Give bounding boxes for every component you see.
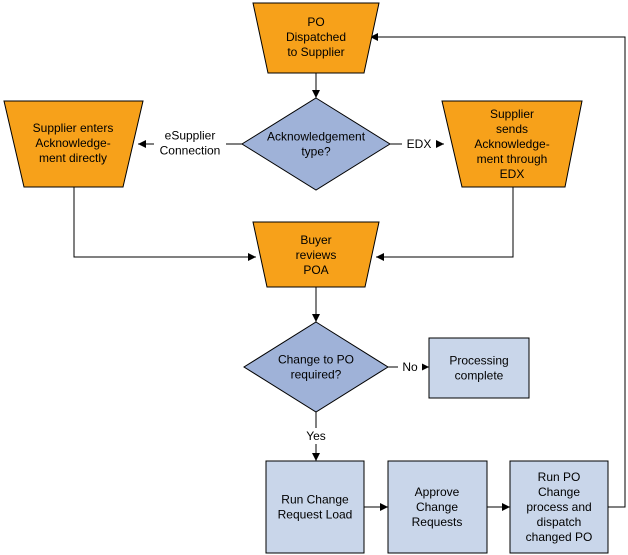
connector-direct-to-buyer [73,187,256,261]
po-dispatched-shape [252,2,380,74]
esupplier-connection-label-line: eSupplier [165,129,216,143]
buyer-reviews-label-line: reviews [296,248,337,262]
yes-label-line: Yes [306,429,326,443]
run-po-change-label-line: dispatch [537,515,582,529]
connector-edx-to-buyer [376,187,514,261]
processing-complete-label-line: complete [455,369,504,383]
connector-runpo-loop-back [370,33,626,508]
run-po-change-box [509,460,609,554]
yes-label-bg [300,428,332,444]
po-dispatched-label-line: PO [307,15,324,29]
supplier-direct-label-line: Supplier enters [33,121,114,135]
supplier-edx-label-line: Supplier [490,107,534,121]
processing-complete-label-line: Processing [449,354,508,368]
edx-label-bg [402,137,436,152]
esupplier-connection-label-line: Connection [160,144,221,158]
buyer-reviews-label-line: Buyer [300,233,331,247]
run-po-change-label-line: Run PO [538,470,581,484]
edx-label: EDX [407,137,432,151]
approve-change-label-line: Requests [412,515,463,529]
po-dispatched-label-line: to Supplier [287,45,344,59]
supplier-edx-label-line: sends [496,122,528,136]
approve-change-box [387,460,488,554]
change-required-diamond [243,321,389,413]
no-label: No [402,360,418,374]
po-dispatched-label-line: Dispatched [286,30,346,44]
acknowledgement-type-label-line: Acknowledgement [267,130,366,144]
change-required-label-line: Change to PO [278,353,354,367]
supplier-edx-shape [441,100,583,188]
processing-complete-box [428,337,530,399]
run-po-change-label-line: changed PO [526,530,593,544]
change-required-label-line: required? [291,368,342,382]
buyer-reviews-shape [252,221,380,288]
supplier-edx-label-line: ment through [477,152,548,166]
supplier-edx-label-line: EDX [500,167,525,181]
approve-change-label-line: Approve [415,485,460,499]
no-label-bg [398,360,422,374]
run-change-request-label-line: Request Load [278,508,353,522]
run-po-change-label-line: Change [538,485,580,499]
acknowledgement-type-label-line: type? [301,145,331,159]
edx-label-line: EDX [407,137,432,151]
run-change-request-box [265,460,365,554]
supplier-edx-label-line: Acknowledge- [474,137,549,151]
run-change-request-label-line: Run Change [281,493,349,507]
supplier-direct-label-line: ment directly [39,151,107,165]
buyer-reviews-label-line: POA [303,263,328,277]
run-po-change-label-line: process and [526,500,591,514]
supplier-direct-shape [3,100,144,188]
esupplier-label-bg [154,127,226,159]
no-label-line: No [402,360,418,374]
approve-change-label-line: Change [416,500,458,514]
yes-label: Yes [306,429,326,443]
supplier-direct-label-line: Acknowledge- [35,136,110,150]
acknowledgement-type-diamond [241,97,391,191]
